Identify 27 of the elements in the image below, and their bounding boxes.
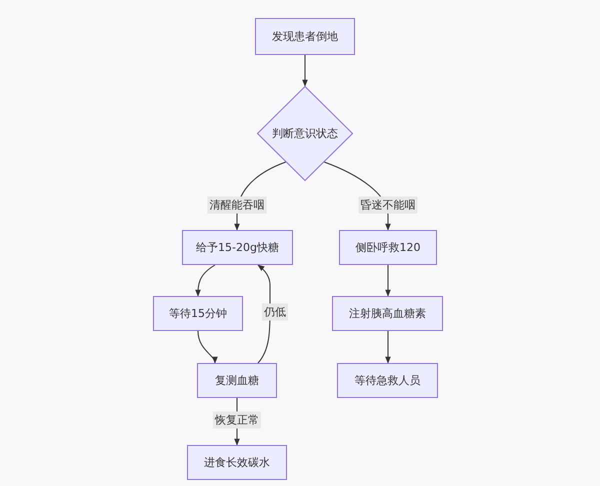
node-label: 侧卧呼救120 <box>356 240 420 255</box>
node-label: 发现患者倒地 <box>272 29 338 44</box>
node-label: 等待急救人员 <box>354 373 420 388</box>
node-label: 判断意识状态 <box>272 126 338 141</box>
edge-label: 恢复正常 <box>213 412 261 428</box>
arrow <box>198 330 217 364</box>
process-box <box>337 363 438 398</box>
process-box <box>255 18 355 55</box>
node-label: 进食长效碳水 <box>204 455 270 470</box>
edge-label: 昏迷不能咽 <box>358 196 418 214</box>
process-box <box>197 363 277 398</box>
node-label: 注射胰高血糖素 <box>349 306 426 321</box>
node-label: 给予15-20g快糖 <box>196 240 279 255</box>
process-box <box>153 296 243 331</box>
arrow <box>302 54 308 87</box>
edge-label: 仍低 <box>262 304 288 320</box>
decision-diamond <box>257 86 353 181</box>
edge-label: 清醒能吞咽 <box>208 196 266 214</box>
process-box <box>332 296 443 331</box>
arrow <box>195 264 216 297</box>
arrow <box>385 264 391 297</box>
node-label: 等待15分钟 <box>169 306 227 321</box>
process-box <box>182 230 293 265</box>
process-box <box>339 230 437 265</box>
arrow <box>385 330 391 364</box>
process-box <box>187 445 287 480</box>
node-label: 复测血糖 <box>215 373 259 388</box>
